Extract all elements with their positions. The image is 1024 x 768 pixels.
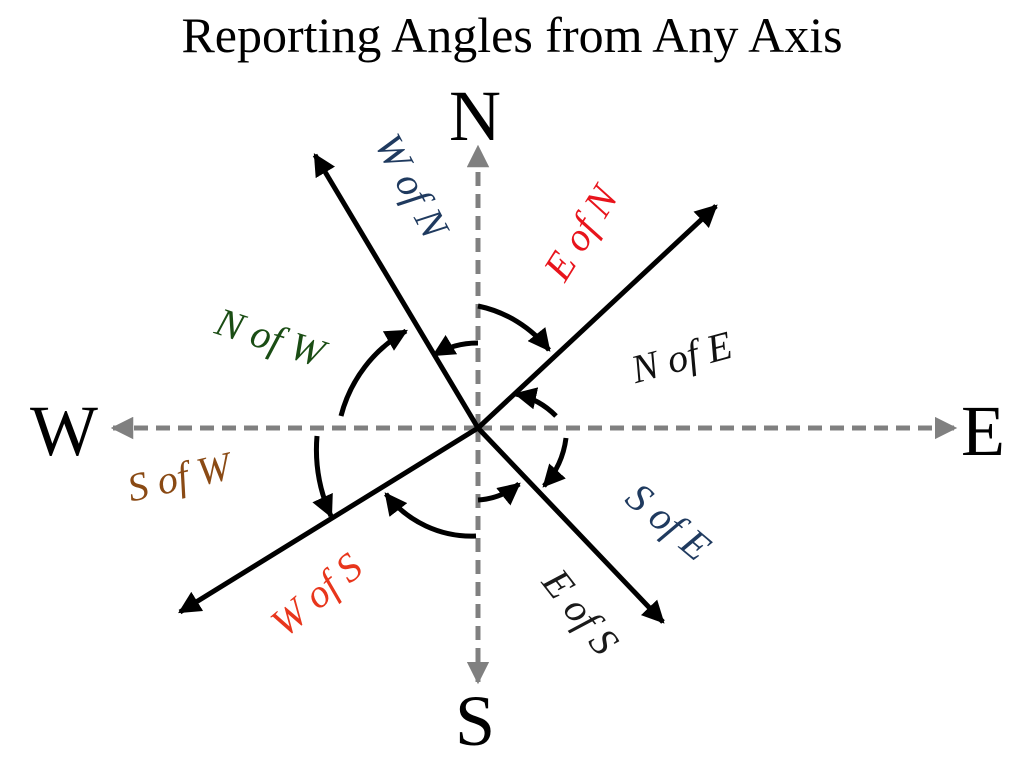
- arc-n-of-e: [513, 387, 558, 418]
- label-s-of-e: S of E: [618, 474, 720, 570]
- arc-s-of-w: [312, 435, 334, 519]
- arc-e-of-s: [477, 482, 521, 506]
- south-label: S: [455, 681, 495, 761]
- vector-southwest: [178, 425, 480, 615]
- arc-s-of-e: [542, 437, 569, 488]
- vector-northwest: [312, 153, 481, 430]
- arc-w-of-n: [432, 334, 479, 358]
- east-label: E: [961, 391, 1005, 471]
- arc-e-of-n: [477, 303, 551, 352]
- label-n-of-e: N of E: [625, 322, 736, 392]
- arc-n-of-w: [338, 328, 408, 417]
- label-w-of-n: W of N: [366, 126, 459, 247]
- north-label: N: [449, 76, 501, 156]
- vector-southeast: [476, 426, 665, 624]
- arc-w-of-s: [384, 492, 477, 539]
- label-s-of-w: S of W: [123, 442, 238, 510]
- west-label: W: [30, 391, 98, 471]
- label-n-of-w: N of W: [209, 298, 333, 377]
- label-e-of-s: E of S: [533, 559, 628, 663]
- diagram-title: Reporting Angles from Any Axis: [181, 7, 842, 63]
- label-w-of-s: W of S: [262, 544, 371, 646]
- label-e-of-n: E of N: [534, 176, 628, 289]
